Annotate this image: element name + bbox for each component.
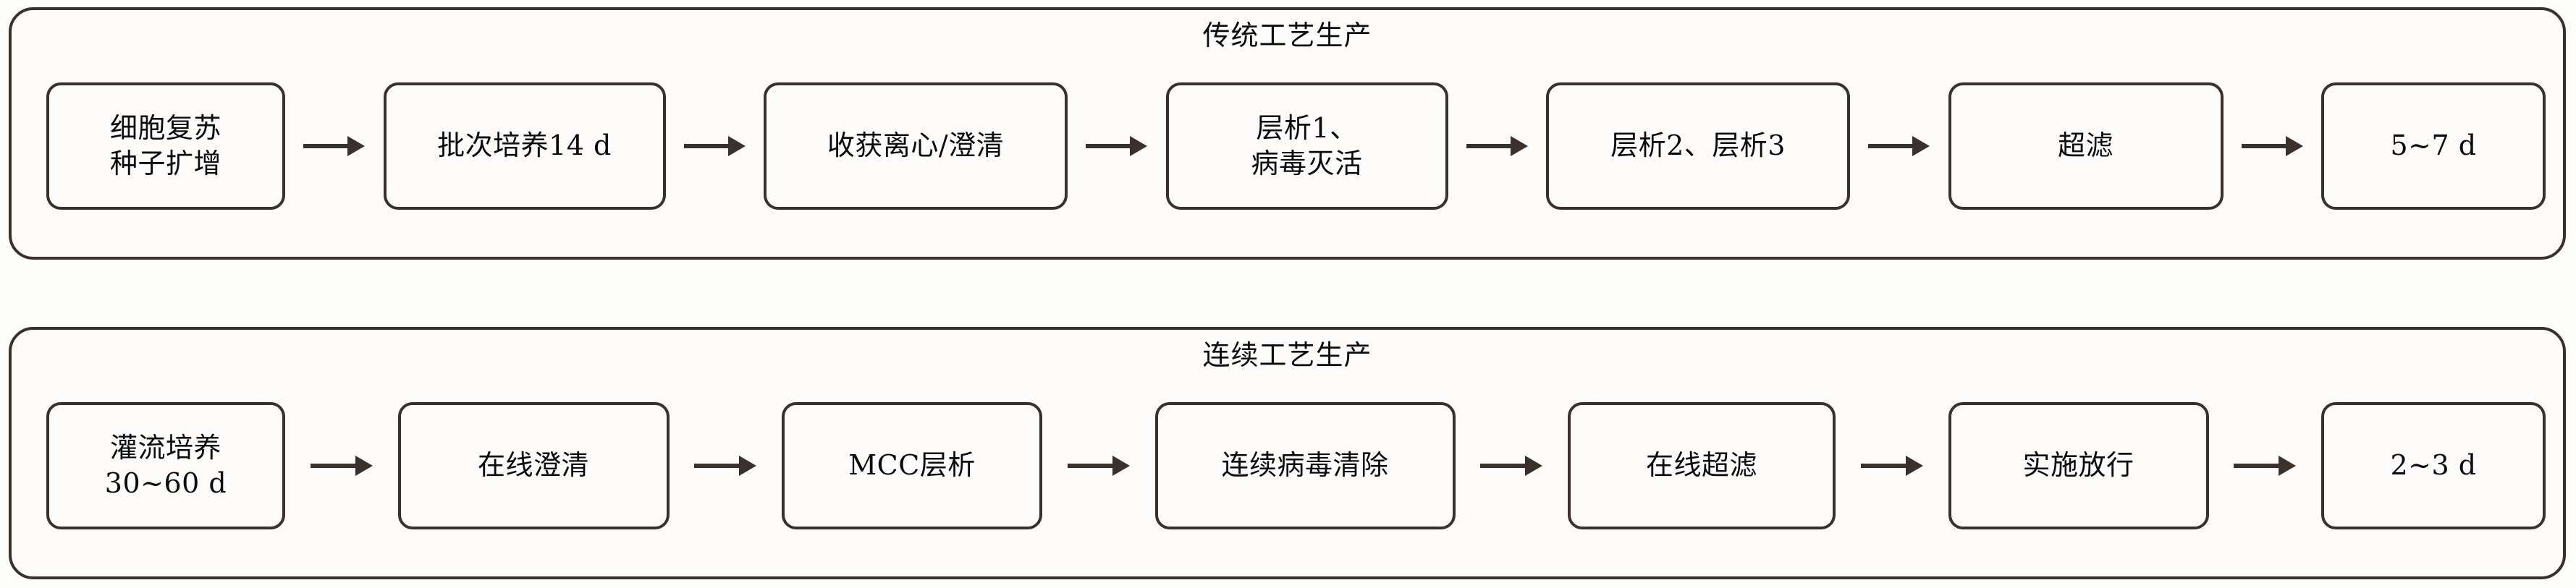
step-label: 2~3 d	[2390, 449, 2477, 482]
step-harvest-centrifugation-clarification[interactable]: 收获离心/澄清	[764, 82, 1068, 210]
arrow-shaft	[1868, 144, 1914, 148]
arrow-shaft	[1480, 464, 1526, 468]
arrow-shaft	[1860, 464, 1906, 468]
step-label: 5~7 d	[2390, 129, 2477, 162]
arrow-head	[347, 136, 366, 156]
lane-continuous-process: 连续工艺生产 灌流培养 30~60 d 在线澄清 MCC层析	[9, 327, 2566, 579]
step-label: 在线超滤	[1645, 449, 1757, 482]
arrow-right-icon	[1067, 456, 1130, 476]
step-duration-traditional[interactable]: 5~7 d	[2321, 82, 2546, 210]
arrow-head	[2285, 136, 2303, 156]
step-label: 超滤	[2057, 129, 2113, 162]
step-chromatography2-chromatography3[interactable]: 层析2、层析3	[1546, 82, 1850, 210]
arrow-right-icon	[683, 136, 746, 156]
arrow-head	[355, 456, 373, 476]
step-batch-culture-14d[interactable]: 批次培养14 d	[383, 82, 666, 210]
arrow-head	[2279, 456, 2297, 476]
step-row-traditional: 细胞复苏 种子扩增 批次培养14 d 收获离心/澄清 层析1、 病毒灭	[46, 80, 2546, 212]
lane-title-traditional: 传统工艺生产	[1202, 20, 1372, 51]
arrow-head	[1525, 456, 1543, 476]
arrow-head	[1112, 456, 1130, 476]
arrow-right-icon	[303, 136, 366, 156]
step-inline-ultrafiltration[interactable]: 在线超滤	[1568, 402, 1836, 529]
step-duration-continuous[interactable]: 2~3 d	[2321, 402, 2546, 529]
step-inline-clarification[interactable]: 在线澄清	[397, 402, 670, 529]
arrow-shaft	[303, 144, 349, 148]
arrow-right-icon	[694, 456, 757, 476]
step-ultrafiltration[interactable]: 超滤	[1948, 82, 2224, 210]
arrow-right-icon	[2241, 136, 2303, 156]
arrow-right-icon	[1860, 456, 1923, 476]
step-label: 层析2、层析3	[1610, 129, 1786, 162]
lane-title-continuous: 连续工艺生产	[1202, 339, 1372, 371]
arrow-shaft	[1067, 464, 1113, 468]
step-label: 批次培养14 d	[437, 129, 612, 162]
step-chromatography1-viral-inactivation[interactable]: 层析1、 病毒灭活	[1165, 82, 1448, 210]
arrow-head	[1905, 456, 1923, 476]
arrow-shaft	[683, 144, 729, 148]
step-label: 连续病毒清除	[1221, 449, 1389, 482]
arrow-head	[1130, 136, 1148, 156]
lane-traditional-process: 传统工艺生产 细胞复苏 种子扩增 批次培养14 d 收获离心/澄清	[9, 7, 2566, 260]
arrow-shaft	[694, 464, 740, 468]
step-label: 灌流培养 30~60 d	[104, 431, 227, 499]
step-label: 细胞复苏 种子扩增	[109, 111, 221, 179]
arrow-right-icon	[1868, 136, 1930, 156]
step-label: MCC层析	[848, 449, 976, 482]
arrow-head	[727, 136, 746, 156]
step-cell-revival-seed-expansion[interactable]: 细胞复苏 种子扩增	[46, 82, 285, 210]
step-mcc-chromatography[interactable]: MCC层析	[782, 402, 1042, 529]
step-real-time-release[interactable]: 实施放行	[1948, 402, 2209, 529]
arrow-shaft	[2234, 464, 2280, 468]
arrow-head	[739, 456, 757, 476]
arrow-head	[1510, 136, 1528, 156]
arrow-right-icon	[1466, 136, 1528, 156]
arrow-shaft	[1086, 144, 1131, 148]
step-row-continuous: 灌流培养 30~60 d 在线澄清 MCC层析 连续病毒清除	[46, 400, 2546, 532]
arrow-head	[1912, 136, 1930, 156]
step-label: 层析1、 病毒灭活	[1251, 111, 1363, 179]
arrow-right-icon	[2234, 456, 2297, 476]
step-label: 收获离心/澄清	[827, 129, 1005, 162]
arrow-right-icon	[1086, 136, 1148, 156]
arrow-right-icon	[1480, 456, 1543, 476]
step-perfusion-culture-30-60d[interactable]: 灌流培养 30~60 d	[46, 402, 285, 529]
arrow-shaft	[1466, 144, 1511, 148]
arrow-shaft	[310, 464, 356, 468]
step-label: 在线澄清	[477, 449, 589, 482]
arrow-shaft	[2241, 144, 2286, 148]
arrow-right-icon	[310, 456, 373, 476]
step-label: 实施放行	[2022, 449, 2134, 482]
step-continuous-viral-clearance[interactable]: 连续病毒清除	[1154, 402, 1456, 529]
